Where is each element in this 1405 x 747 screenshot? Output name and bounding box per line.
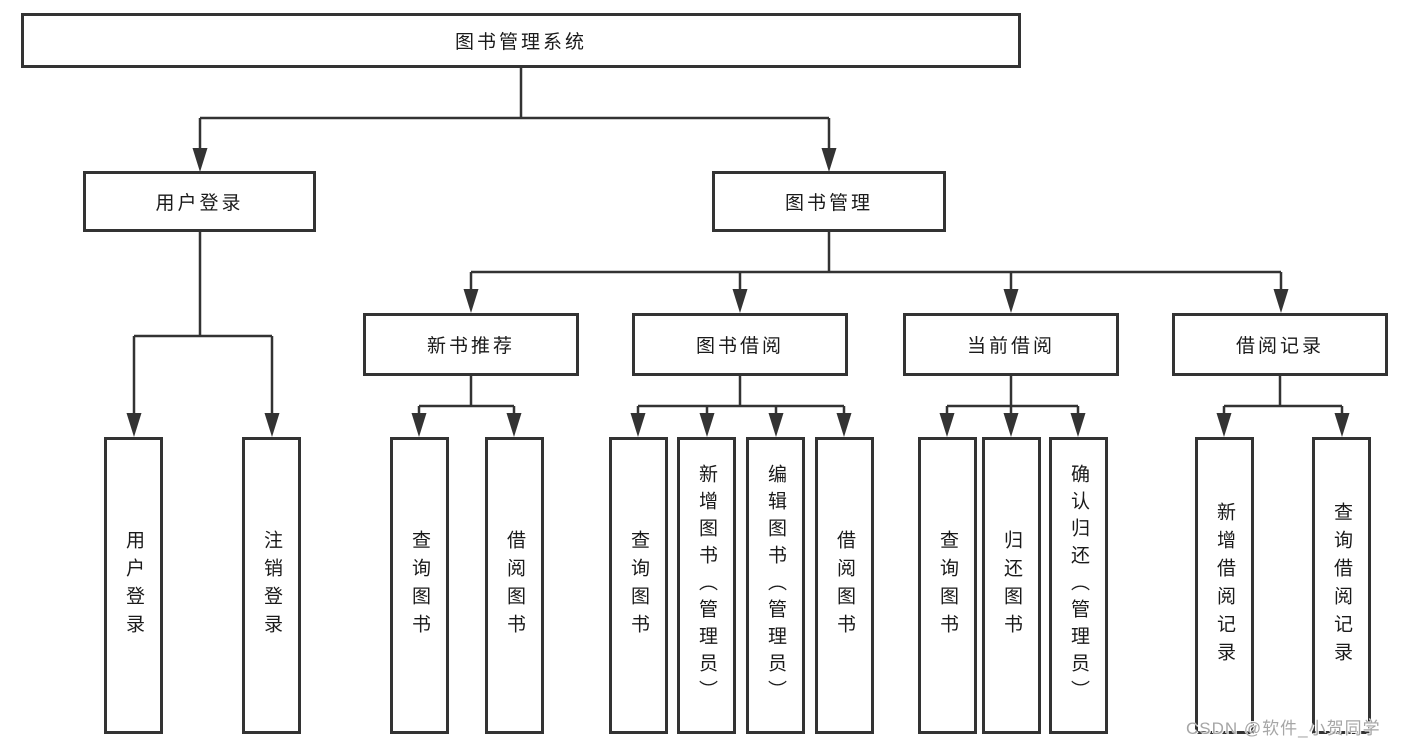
arrow-head xyxy=(768,413,784,437)
node-book-borrow-label: 图书借阅 xyxy=(695,336,784,357)
leaf-query-books-current: 查询图书 xyxy=(918,437,977,734)
connector-book-borrow-to-leaves xyxy=(630,376,852,437)
node-root: 图书管理系统 xyxy=(21,13,1021,68)
node-borrow-records-label: 借阅记录 xyxy=(1235,336,1324,357)
node-borrow-records: 借阅记录 xyxy=(1172,313,1388,376)
node-new-book-recommend: 新书推荐 xyxy=(363,313,579,376)
arrow-head xyxy=(939,413,955,437)
arrow-head xyxy=(126,413,142,437)
node-new-book-recommend-label: 新书推荐 xyxy=(426,336,515,357)
leaf-user-login: 用户登录 xyxy=(104,437,163,734)
node-current-borrow-label: 当前借阅 xyxy=(966,336,1055,357)
arrow-head xyxy=(699,413,715,437)
arrow-head xyxy=(411,413,427,437)
arrow-head xyxy=(1216,413,1232,437)
node-current-borrow: 当前借阅 xyxy=(903,313,1119,376)
watermark: CSDN @软件_小贺同学 xyxy=(1186,719,1381,738)
arrow-head xyxy=(732,289,748,313)
leaf-query-books-borrow: 查询图书 xyxy=(609,437,668,734)
arrow-head xyxy=(1273,289,1289,313)
connector-current-borrow-to-leaves xyxy=(939,376,1086,437)
node-book-borrow: 图书借阅 xyxy=(632,313,848,376)
leaf-add-book-admin: 新增图书（管理员） xyxy=(677,437,736,734)
node-user-login: 用户登录 xyxy=(83,171,316,232)
arrow-head xyxy=(463,289,479,313)
connector-root-to-level2 xyxy=(192,68,837,172)
node-root-label: 图书管理系统 xyxy=(454,32,587,53)
arrow-head xyxy=(821,148,837,172)
arrow-head xyxy=(506,413,522,437)
arrow-head xyxy=(630,413,646,437)
connector-user-login-to-leaves xyxy=(126,232,280,437)
leaf-logout: 注销登录 xyxy=(242,437,301,734)
arrow-head xyxy=(1003,413,1019,437)
leaf-return-book: 归还图书 xyxy=(982,437,1041,734)
connector-borrow-records-to-leaves xyxy=(1216,376,1350,437)
connector-book-management-to-level3 xyxy=(463,232,1289,313)
arrow-head xyxy=(1070,413,1086,437)
leaf-add-borrow-record: 新增借阅记录 xyxy=(1195,437,1254,734)
arrow-head xyxy=(836,413,852,437)
leaf-borrow-books-recommend: 借阅图书 xyxy=(485,437,544,734)
arrow-head xyxy=(1334,413,1350,437)
node-book-management-label: 图书管理 xyxy=(784,193,873,214)
arrow-head xyxy=(192,148,208,172)
leaf-confirm-return-admin: 确认归还（管理员） xyxy=(1049,437,1108,734)
node-book-management: 图书管理 xyxy=(712,171,946,232)
arrow-head xyxy=(264,413,280,437)
connector-new-book-recommend-to-leaves xyxy=(411,376,522,437)
leaf-edit-book-admin: 编辑图书（管理员） xyxy=(746,437,805,734)
node-user-login-label: 用户登录 xyxy=(155,193,244,214)
leaf-query-borrow-record: 查询借阅记录 xyxy=(1312,437,1371,734)
leaf-query-books-recommend: 查询图书 xyxy=(390,437,449,734)
arrow-head xyxy=(1003,289,1019,313)
leaf-borrow-books: 借阅图书 xyxy=(815,437,874,734)
